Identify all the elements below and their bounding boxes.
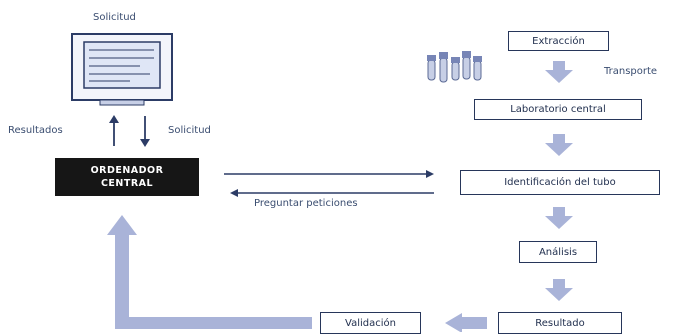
tube-id-label: Identificación del tubo [504, 177, 616, 188]
central-lab-box: Laboratorio central [474, 99, 642, 120]
flow-arrow-down [545, 207, 573, 229]
central-computer-box: ORDENADOR CENTRAL [55, 158, 199, 196]
central-computer-line-1: ORDENADOR [90, 165, 164, 176]
analysis-label: Análisis [538, 246, 578, 258]
return-arrow [107, 215, 312, 329]
query-label: Preguntar peticiones [254, 198, 358, 209]
result-box: Resultado [498, 312, 622, 334]
extraction-box: Extracción [508, 31, 609, 51]
request-label: Solicitud [168, 125, 211, 136]
computer-request-label: Solicitud [93, 12, 136, 23]
result-label: Resultado [535, 317, 585, 329]
transport-label: Transporte [604, 66, 658, 77]
validation-box: Validación [320, 312, 421, 334]
central-lab-label: Laboratorio central [510, 104, 606, 115]
extraction-label: Extracción [532, 35, 585, 47]
validation-label: Validación [345, 317, 396, 329]
results-label: Resultados [8, 125, 63, 136]
flow-arrow-left [445, 313, 487, 332]
request-arrow [140, 116, 150, 147]
test-tubes-icon [427, 51, 482, 83]
flow-arrow-down [545, 61, 573, 83]
send-arrow [224, 170, 434, 178]
analysis-box: Análisis [519, 241, 597, 263]
flow-arrow-down [545, 279, 573, 301]
flow-arrow-down [545, 134, 573, 156]
results-arrow [109, 115, 119, 146]
computer-icon [71, 33, 173, 106]
query-arrow [230, 189, 434, 197]
central-computer-line-2: CENTRAL [100, 178, 154, 189]
tube-id-box: Identificación del tubo [460, 170, 660, 195]
